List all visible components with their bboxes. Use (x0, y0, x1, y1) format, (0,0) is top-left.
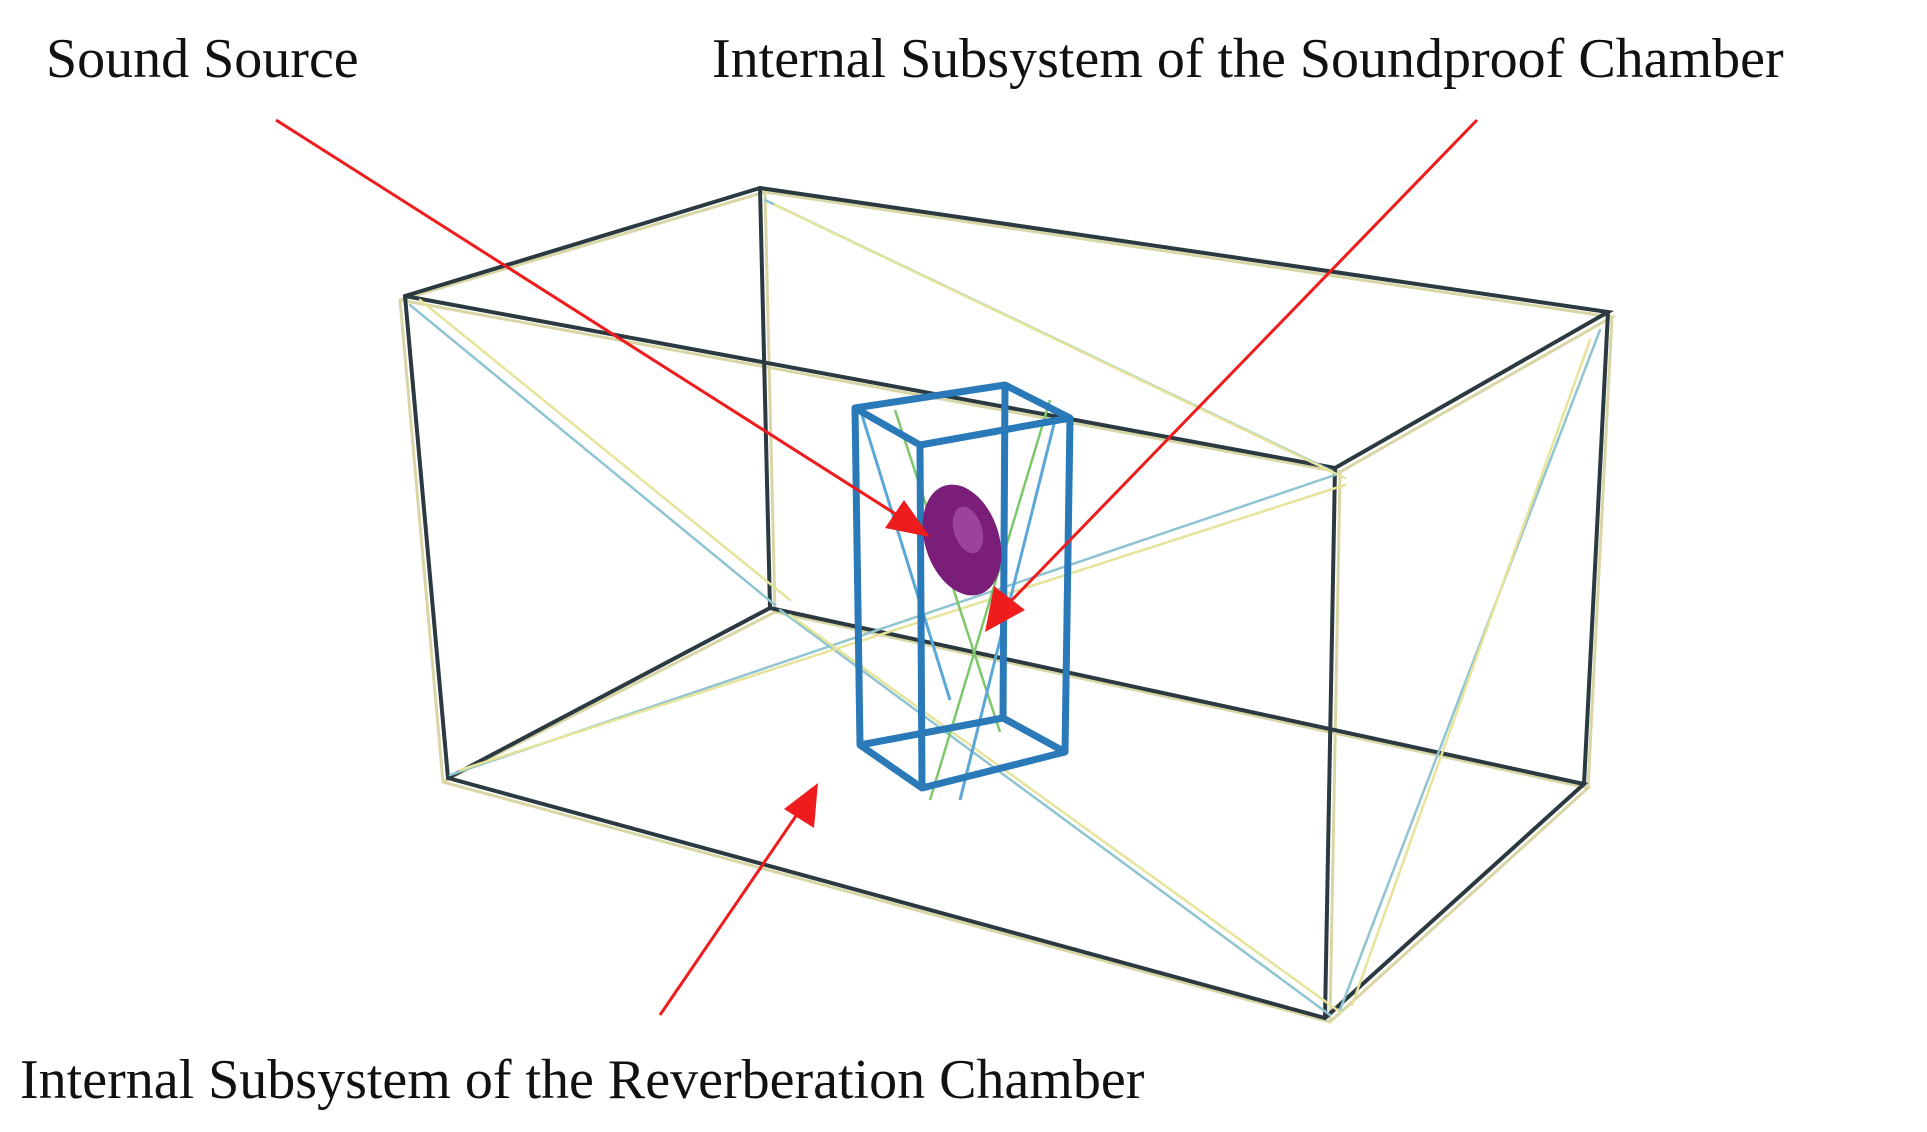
reverberation-chamber-frame (398, 185, 1617, 1024)
reverberation-chamber-label: Internal Subsystem of the Reverberation … (20, 1049, 1145, 1111)
soundproof-chamber-frame (851, 381, 1074, 801)
sound-source-blob (922, 484, 1002, 596)
arrow-soundproof-chamber (985, 118, 1479, 632)
sound-source-label: Sound Source (46, 28, 359, 90)
arrow-reverberation-chamber (658, 783, 818, 1016)
soundproof-chamber-label: Internal Subsystem of the Soundproof Cha… (712, 28, 1784, 90)
arrow-sound-source (275, 118, 930, 537)
